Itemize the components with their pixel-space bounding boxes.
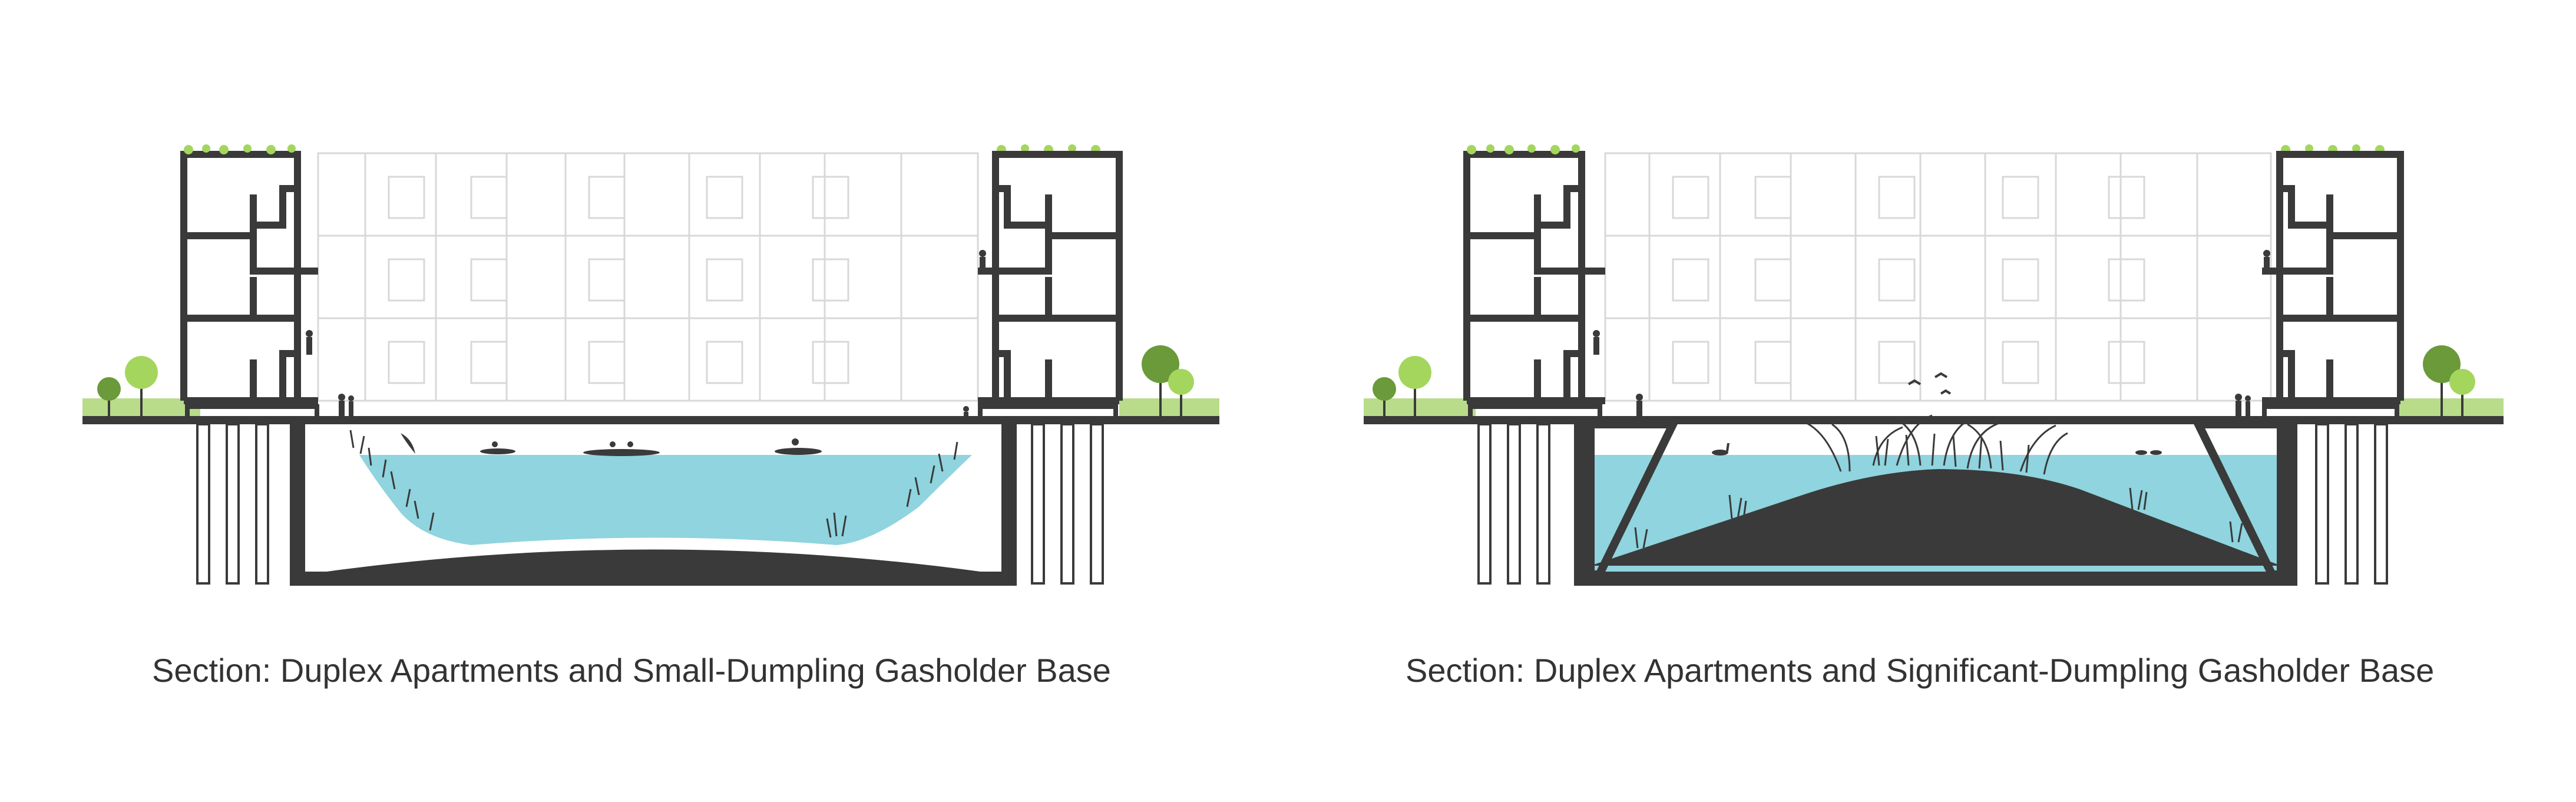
piles-right bbox=[2315, 423, 2388, 585]
tree-icon bbox=[1398, 356, 1431, 416]
duplex-building-left bbox=[180, 151, 319, 422]
person-icon bbox=[1593, 250, 2270, 416]
tree-icon bbox=[2423, 345, 2461, 416]
piles-left bbox=[1477, 423, 1550, 585]
duplex-building-right bbox=[978, 151, 1123, 422]
caption-small-dumpling: Section: Duplex Apartments and Small-Dum… bbox=[152, 652, 1111, 689]
duplex-building-right bbox=[2262, 151, 2404, 422]
section-panel-small-dumpling: Section: Duplex Apartments and Small-Dum… bbox=[0, 0, 1284, 802]
small-dumpling-mound bbox=[305, 549, 1001, 575]
significant-dumpling-mound bbox=[1590, 469, 2281, 566]
gasholder-frame bbox=[1604, 152, 2272, 402]
gasholder-basin bbox=[290, 424, 1017, 586]
caption-significant-dumpling: Section: Duplex Apartments and Significa… bbox=[1406, 652, 2435, 689]
grass-right bbox=[1119, 398, 1219, 416]
person-icon bbox=[306, 250, 986, 419]
tree-icon bbox=[2449, 369, 2475, 416]
tree-icon bbox=[125, 356, 158, 416]
water-pond bbox=[359, 455, 972, 545]
section-drawing-small-dumpling bbox=[82, 144, 1219, 586]
section-drawing-significant-dumpling bbox=[1364, 144, 2504, 586]
bird-icon bbox=[1907, 372, 1952, 395]
section-panel-significant-dumpling: Section: Duplex Apartments and Significa… bbox=[1284, 0, 2576, 802]
gasholder-frame bbox=[317, 152, 979, 402]
fish-icon bbox=[401, 433, 415, 454]
grass-right bbox=[2398, 398, 2504, 416]
tree-icon bbox=[97, 377, 121, 416]
reed-icon bbox=[1634, 414, 2243, 549]
reed-icon bbox=[349, 430, 958, 538]
ground-line bbox=[82, 416, 1219, 424]
boat-icon bbox=[480, 438, 822, 456]
piles-right bbox=[1031, 423, 1104, 585]
duplex-building-left bbox=[1463, 151, 1605, 422]
piles-left bbox=[196, 423, 269, 585]
tree-icon bbox=[1142, 345, 1179, 416]
grass-left bbox=[1364, 398, 1476, 416]
gasholder-basin bbox=[1574, 420, 2297, 586]
swan-icon bbox=[1712, 443, 2162, 456]
tree-icon bbox=[1168, 369, 1194, 416]
tree-icon bbox=[1373, 377, 1396, 416]
